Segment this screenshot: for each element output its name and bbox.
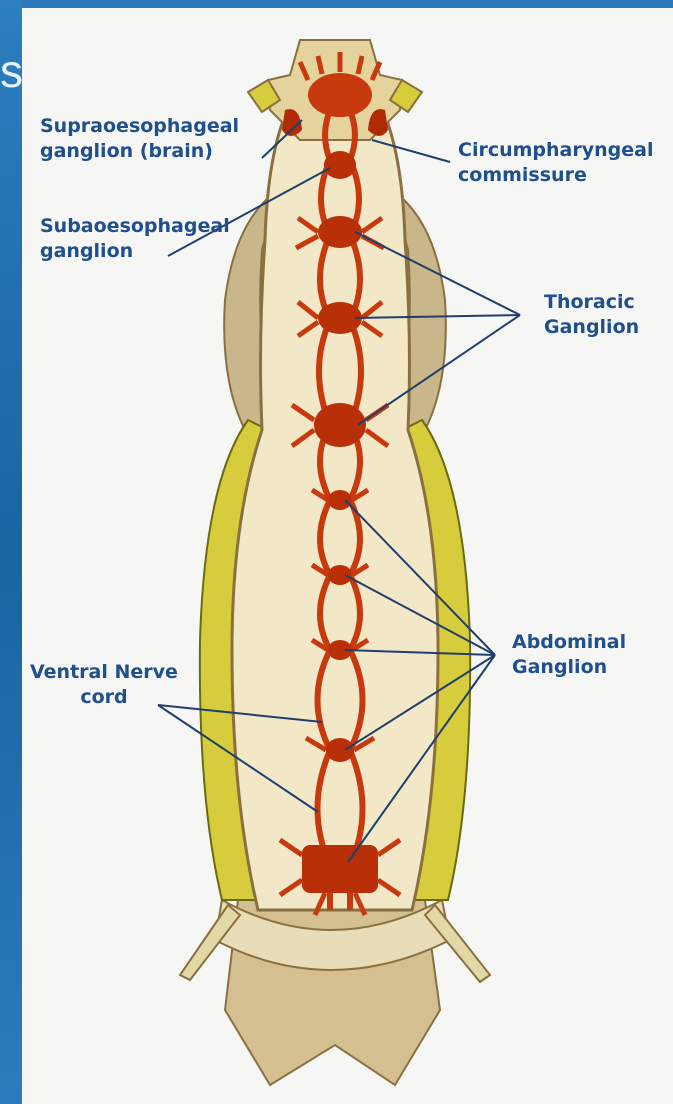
ventral-nerve-cord-label: Ventral Nerve cord [30, 660, 178, 711]
abdominal-ganglion-label: Abdominal Ganglion [512, 630, 626, 681]
ventral-label-line1: Ventral Nerve [30, 660, 178, 685]
supraoesophageal-label: Supraoesophageal ganglion (brain) [40, 114, 239, 165]
circumpharyngeal-label: Circumpharyngeal commissure [458, 138, 653, 189]
circumpharyngeal-label-line1: Circumpharyngeal [458, 138, 653, 163]
supraoesophageal-label-line2: ganglion (brain) [40, 139, 239, 164]
thoracic-label-line1: Thoracic [544, 290, 639, 315]
thoracic-label-line2: Ganglion [544, 315, 639, 340]
subaoesophageal-label-line1: Subaoesophageal [40, 214, 230, 239]
circumpharyngeal-label-line2: commissure [458, 163, 653, 188]
thoracic-ganglion-label: Thoracic Ganglion [544, 290, 639, 341]
ventral-label-line2: cord [30, 685, 178, 710]
subaoesophageal-label: Subaoesophageal ganglion [40, 214, 230, 265]
subaoesophageal-label-line2: ganglion [40, 239, 230, 264]
subesophageal-ganglion [324, 151, 356, 179]
supraoesophageal-label-line1: Supraoesophageal [40, 114, 239, 139]
abdominal-label-line1: Abdominal [512, 630, 626, 655]
abdominal-label-line2: Ganglion [512, 655, 626, 680]
